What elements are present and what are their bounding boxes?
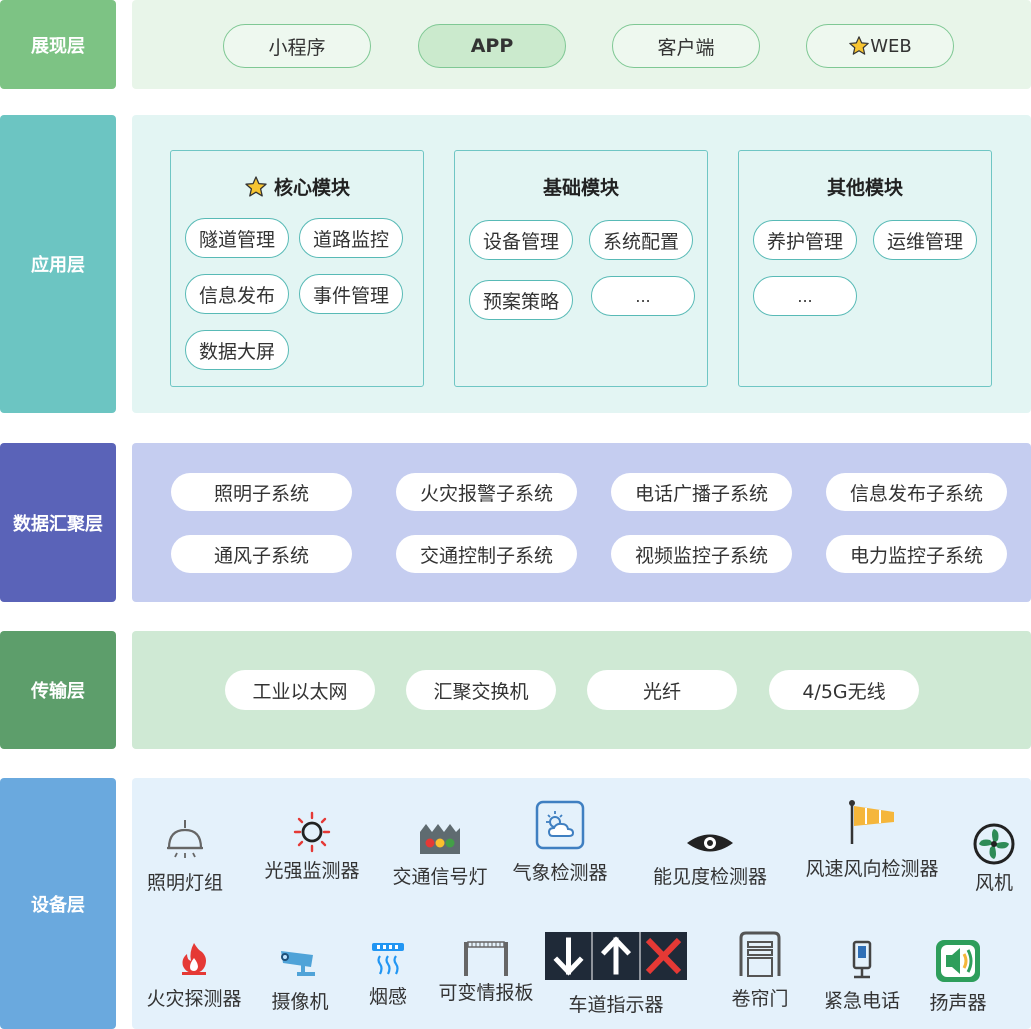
pill-label: 小程序: [268, 36, 326, 59]
lane-indicator-icon: [545, 932, 687, 980]
device-rolling-door[interactable]: 卷帘门: [724, 930, 796, 1011]
core-module-box: 核心模块 隧道管理 道路监控 信息发布 事件管理 数据大屏: [170, 150, 424, 387]
pill-label: 客户端: [657, 36, 715, 59]
device-smoke-sensor[interactable]: 烟感: [360, 940, 416, 1009]
module-item-road-monitor[interactable]: 道路监控: [299, 218, 403, 258]
data-layer-panel: [132, 443, 1031, 602]
basic-module-box: 基础模块 设备管理 系统配置 预案策略 ...: [454, 150, 708, 387]
fan-icon: [973, 823, 1015, 865]
rolling-door-icon: [739, 931, 781, 977]
flame-icon: [182, 943, 206, 975]
transport-layer-label: 传输层: [0, 631, 116, 749]
device-label: 车道指示器: [568, 994, 664, 1016]
device-fire-detector[interactable]: 火灾探测器: [138, 940, 250, 1011]
module-item-big-screen[interactable]: 数据大屏: [185, 330, 289, 370]
module-item-more[interactable]: ...: [591, 276, 695, 316]
device-layer-label: 设备层: [0, 778, 116, 1029]
device-label: 扬声器: [929, 992, 987, 1014]
device-label: 光强监测器: [264, 860, 360, 882]
speaker-icon: [936, 940, 980, 982]
device-label: 烟感: [368, 986, 407, 1008]
core-module-title: 核心模块: [171, 173, 423, 200]
device-fan[interactable]: 风机: [966, 822, 1022, 895]
pill-label: APP: [470, 35, 514, 57]
subsystem-lighting[interactable]: 照明子系统: [171, 473, 352, 511]
smoke-detector-icon: [372, 943, 404, 975]
transport-industrial-ethernet[interactable]: 工业以太网: [225, 670, 375, 710]
device-label: 能见度检测器: [652, 866, 767, 888]
data-layer-label: 数据汇聚层: [0, 443, 116, 602]
other-module-box: 其他模块 养护管理 运维管理 ...: [738, 150, 992, 387]
device-light-sensor[interactable]: 光强监测器: [252, 810, 372, 883]
module-item-sys-config[interactable]: 系统配置: [589, 220, 693, 260]
device-visibility-detector[interactable]: 能见度检测器: [640, 830, 780, 889]
module-item-maintenance[interactable]: 养护管理: [753, 220, 857, 260]
module-title-text: 核心模块: [273, 177, 350, 199]
presentation-app[interactable]: APP: [418, 24, 566, 68]
subsystem-fire-alarm[interactable]: 火灾报警子系统: [396, 473, 577, 511]
device-label: 卷帘门: [731, 988, 789, 1010]
presentation-web[interactable]: WEB: [806, 24, 954, 68]
star-icon: [245, 175, 267, 197]
module-item-event[interactable]: 事件管理: [299, 274, 403, 314]
application-layer-label: 应用层: [0, 115, 116, 413]
weather-icon: [535, 800, 585, 850]
subsystem-ventilation[interactable]: 通风子系统: [171, 535, 352, 573]
pill-label: WEB: [870, 35, 912, 57]
device-label: 风速风向检测器: [805, 858, 939, 880]
star-icon: [849, 36, 869, 55]
subsystem-phone-broadcast[interactable]: 电话广播子系统: [611, 473, 792, 511]
module-item-device-mgmt[interactable]: 设备管理: [469, 220, 573, 260]
subsystem-info-publish[interactable]: 信息发布子系统: [826, 473, 1007, 511]
device-lighting[interactable]: 照明灯组: [140, 818, 230, 895]
gate-icon: [464, 941, 508, 976]
transport-fiber[interactable]: 光纤: [587, 670, 737, 710]
module-item-operations[interactable]: 运维管理: [873, 220, 977, 260]
device-label: 摄像机: [271, 991, 329, 1013]
device-label: 气象检测器: [512, 862, 608, 884]
module-item-info-publish[interactable]: 信息发布: [185, 274, 289, 314]
device-traffic-signal[interactable]: 交通信号灯: [384, 820, 496, 889]
camera-icon: [281, 951, 315, 976]
device-label: 火灾探测器: [146, 988, 242, 1010]
device-camera[interactable]: 摄像机: [264, 945, 336, 1014]
device-emergency-phone[interactable]: 紧急电话: [816, 940, 908, 1013]
module-item-tunnel[interactable]: 隧道管理: [185, 218, 289, 258]
device-label: 紧急电话: [823, 990, 900, 1012]
device-label: 风机: [974, 872, 1013, 894]
presentation-mini-program[interactable]: 小程序: [223, 24, 371, 68]
subsystem-video-monitor[interactable]: 视频监控子系统: [611, 535, 792, 573]
device-weather-detector[interactable]: 气象检测器: [505, 800, 615, 885]
device-label: 可变情报板: [438, 982, 534, 1004]
sun-icon: [293, 811, 331, 853]
eye-icon: [687, 834, 733, 852]
pendant-lamp-icon: [167, 820, 203, 858]
device-label: 照明灯组: [146, 872, 223, 894]
module-item-plan[interactable]: 预案策略: [469, 280, 573, 320]
basic-module-title: 基础模块: [542, 177, 619, 199]
windsock-icon: [849, 800, 894, 844]
presentation-client[interactable]: 客户端: [612, 24, 760, 68]
device-wind-detector[interactable]: 风速风向检测器: [796, 798, 948, 881]
presentation-layer-label: 展现层: [0, 0, 116, 89]
subsystem-power-monitor[interactable]: 电力监控子系统: [826, 535, 1007, 573]
device-variable-sign[interactable]: 可变情报板: [430, 938, 542, 1005]
subsystem-traffic-control[interactable]: 交通控制子系统: [396, 535, 577, 573]
module-item-more[interactable]: ...: [753, 276, 857, 316]
transport-wireless[interactable]: 4/5G无线: [769, 670, 919, 710]
emergency-phone-icon: [852, 940, 872, 979]
device-lane-indicator[interactable]: 车道指示器: [545, 932, 687, 1017]
device-speaker[interactable]: 扬声器: [922, 938, 994, 1015]
transport-aggregation-switch[interactable]: 汇聚交换机: [406, 670, 556, 710]
device-label: 交通信号灯: [392, 866, 488, 888]
other-module-title: 其他模块: [826, 177, 903, 199]
traffic-light-icon: [420, 824, 460, 854]
